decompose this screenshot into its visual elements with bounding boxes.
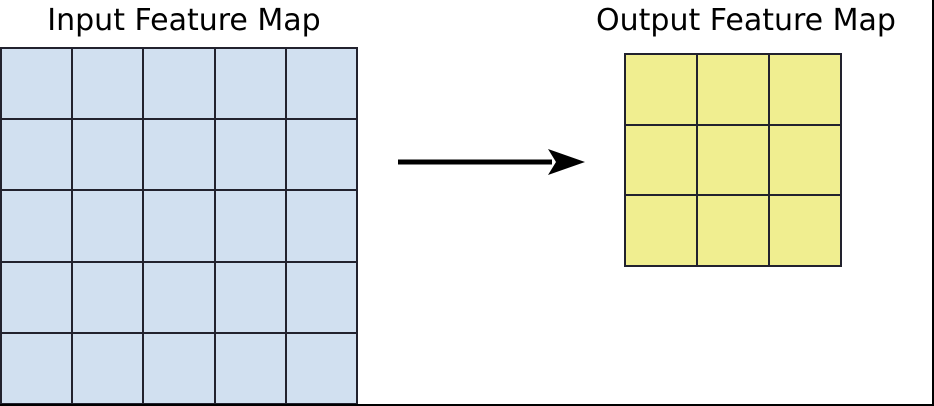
input-cell xyxy=(286,120,356,190)
output-cell xyxy=(770,125,840,195)
input-cell xyxy=(286,333,356,403)
output-feature-map-title: Output Feature Map xyxy=(596,3,896,38)
output-cell xyxy=(626,55,696,124)
input-cell xyxy=(73,262,143,332)
input-cell xyxy=(2,333,72,403)
arrow-head xyxy=(548,149,585,175)
input-cell xyxy=(2,49,72,119)
output-cell xyxy=(770,55,840,124)
input-cell xyxy=(215,49,285,119)
input-cell xyxy=(73,333,143,403)
canvas-border-right xyxy=(932,0,934,406)
transform-arrow-icon xyxy=(398,149,585,175)
output-cell xyxy=(626,125,696,195)
input-cell xyxy=(144,333,214,403)
input-cell xyxy=(144,262,214,332)
output-cell xyxy=(626,196,696,265)
input-cell xyxy=(286,262,356,332)
input-cell xyxy=(73,49,143,119)
output-cell xyxy=(770,196,840,265)
input-cell xyxy=(144,191,214,261)
input-cell xyxy=(215,333,285,403)
input-cell xyxy=(144,49,214,119)
output-cell xyxy=(698,196,768,265)
output-cell xyxy=(698,55,768,124)
input-feature-map-title: Input Feature Map xyxy=(47,3,321,38)
input-cell xyxy=(215,262,285,332)
input-cell xyxy=(215,191,285,261)
canvas-border-bottom xyxy=(0,404,934,406)
input-cell xyxy=(73,191,143,261)
input-cell xyxy=(144,120,214,190)
input-cell xyxy=(2,120,72,190)
input-cell xyxy=(215,120,285,190)
input-cell xyxy=(2,191,72,261)
input-feature-map-grid xyxy=(0,47,358,405)
input-cell xyxy=(73,120,143,190)
input-cell xyxy=(2,262,72,332)
output-cell xyxy=(698,125,768,195)
output-feature-map-grid xyxy=(624,53,842,267)
input-cell xyxy=(286,191,356,261)
input-cell xyxy=(286,49,356,119)
